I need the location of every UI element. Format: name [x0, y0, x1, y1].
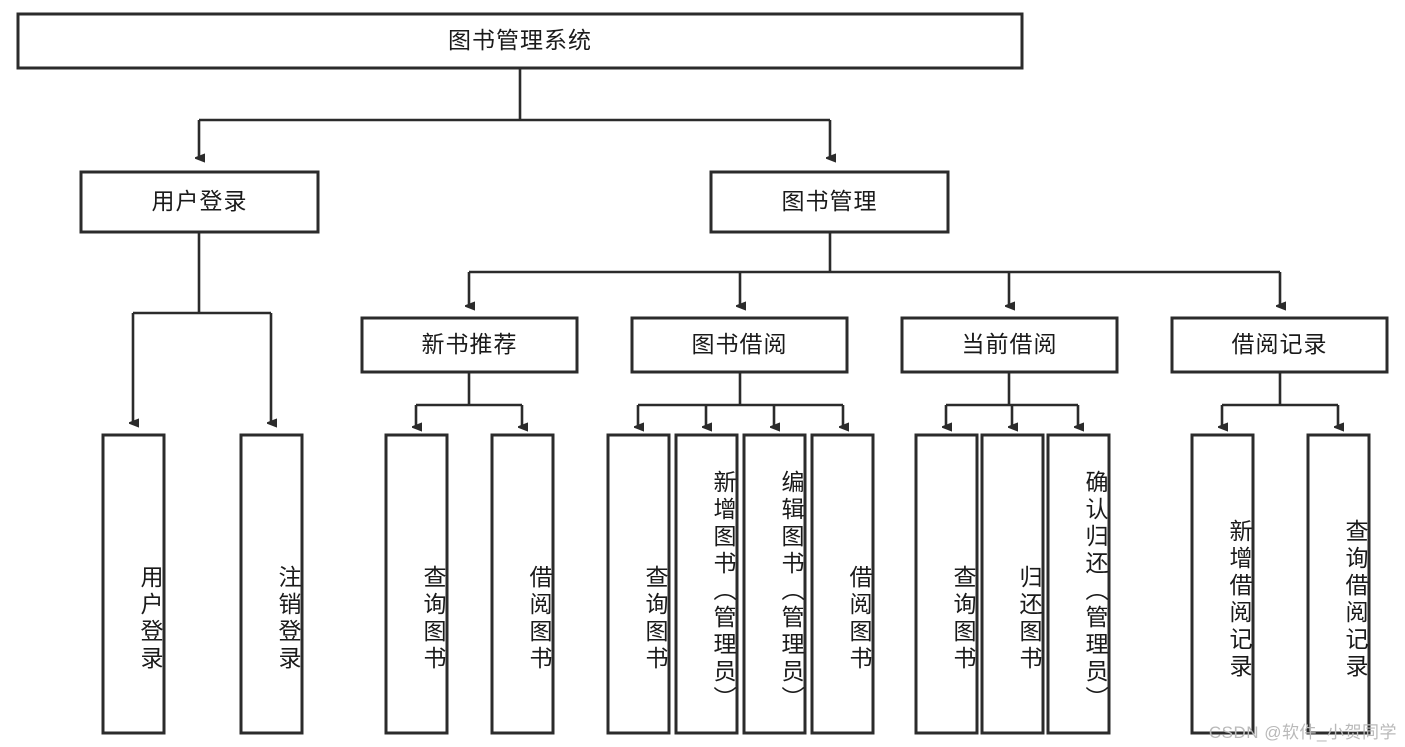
leaf-bb-edit-book-rect[interactable]: [742, 433, 807, 735]
leaf-br-add-record-rect[interactable]: [1190, 433, 1255, 735]
leaf-user-login-rect[interactable]: [101, 433, 166, 735]
node-root-rect[interactable]: [16, 12, 1024, 70]
leaf-cb-query-book-rect[interactable]: [914, 433, 979, 735]
node-book-manage-rect[interactable]: [709, 170, 950, 234]
leaf-nb-borrow-book-rect[interactable]: [490, 433, 555, 735]
leaf-nb-query-book-rect[interactable]: [384, 433, 449, 735]
node-user-login-rect[interactable]: [79, 170, 320, 234]
leaf-bb-add-book-rect[interactable]: [674, 433, 739, 735]
leaf-bb-query-book-rect[interactable]: [606, 433, 671, 735]
node-borrow-record-rect[interactable]: [1170, 316, 1389, 374]
leaf-bb-borrow-book-rect[interactable]: [810, 433, 875, 735]
leaf-cb-confirm-return-rect[interactable]: [1046, 433, 1111, 735]
leaf-logout-rect[interactable]: [239, 433, 304, 735]
node-current-borrow-rect[interactable]: [900, 316, 1119, 374]
leaf-br-query-record-rect[interactable]: [1306, 433, 1371, 735]
leaf-cb-return-book-rect[interactable]: [980, 433, 1045, 735]
node-new-book-rect[interactable]: [360, 316, 579, 374]
csdn-watermark: CSDN @软件_小贺同学: [1208, 723, 1397, 742]
node-book-borrow-rect[interactable]: [630, 316, 849, 374]
